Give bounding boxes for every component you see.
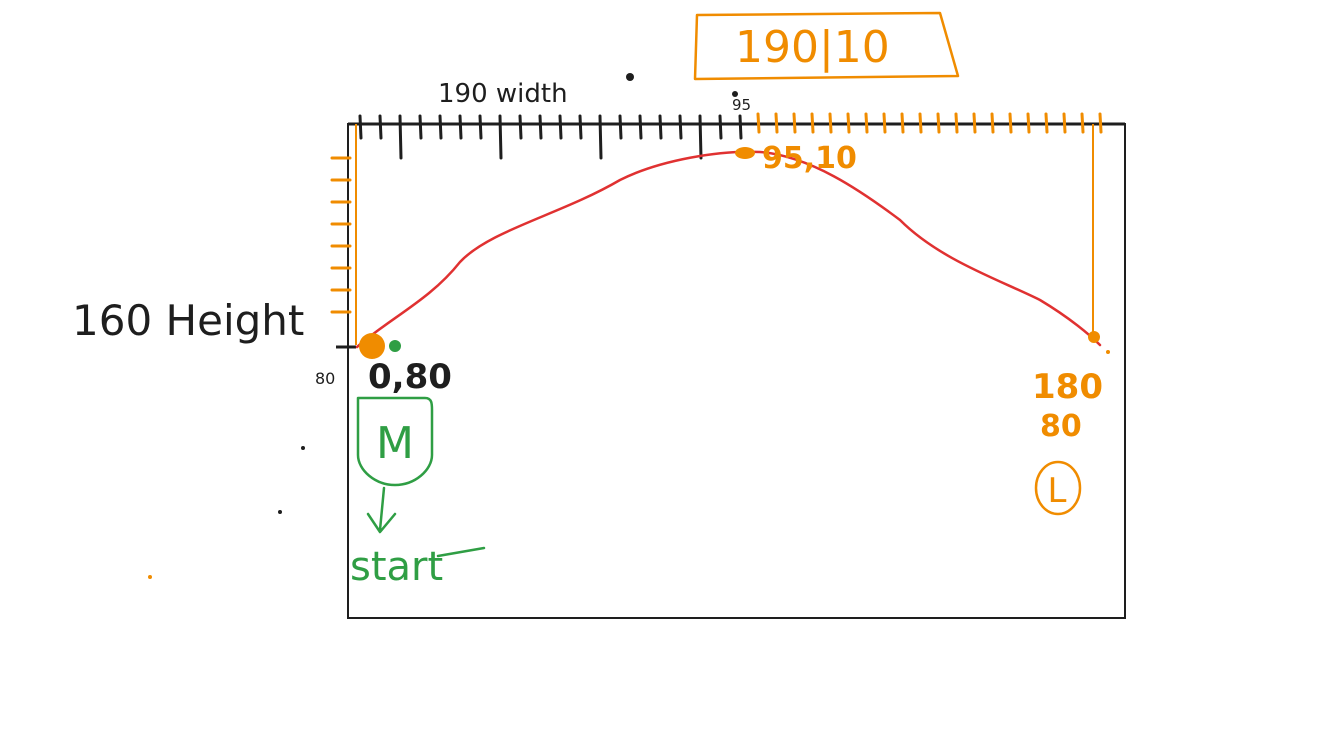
ruler-tick bbox=[918, 112, 923, 134]
start-point-green-dot bbox=[389, 340, 401, 352]
ruler-tick bbox=[638, 114, 643, 140]
ruler-tick bbox=[478, 114, 483, 140]
ruler-tick bbox=[438, 114, 443, 140]
start-point-dot[interactable] bbox=[359, 333, 385, 359]
ruler-tick bbox=[358, 114, 363, 140]
ruler-tick bbox=[990, 112, 995, 134]
ruler-tick bbox=[1098, 112, 1103, 134]
mid-tick-label: 95 bbox=[732, 96, 751, 114]
ruler-tick bbox=[1080, 112, 1085, 134]
end-point-dot[interactable] bbox=[1088, 331, 1100, 343]
orange-ruler-ticks bbox=[756, 112, 1103, 134]
ruler-tick bbox=[810, 112, 815, 134]
ruler-tick bbox=[774, 112, 779, 134]
end-coordinate-x: 180 bbox=[1032, 367, 1103, 407]
width-label: 190 width bbox=[438, 79, 568, 109]
ruler-tick bbox=[598, 114, 603, 160]
boxed-label-text: 190|10 bbox=[735, 22, 890, 73]
end-marker-badge[interactable] bbox=[1034, 460, 1082, 516]
ruler-tick bbox=[518, 114, 523, 140]
ruler-tick bbox=[678, 114, 683, 140]
stray-dot bbox=[626, 73, 634, 81]
stray-dot bbox=[732, 91, 738, 97]
height-label: 160 Height bbox=[72, 296, 304, 345]
black-ruler-ticks bbox=[358, 114, 743, 160]
red-arc-curve[interactable] bbox=[355, 150, 1102, 349]
origin-y-label: 80 bbox=[315, 369, 335, 388]
frame-rectangle bbox=[347, 123, 1126, 619]
stray-dot bbox=[148, 575, 152, 579]
ruler-tick bbox=[846, 112, 851, 134]
stray-dot bbox=[278, 510, 282, 514]
ruler-tick bbox=[1062, 112, 1067, 134]
ruler-tick bbox=[972, 112, 977, 134]
ruler-tick bbox=[718, 114, 723, 140]
ruler-tick bbox=[558, 114, 563, 140]
end-coordinate-y: 80 bbox=[1040, 409, 1082, 444]
start-arrow-icon bbox=[366, 486, 397, 534]
ruler-tick bbox=[900, 112, 905, 134]
stray-dot bbox=[301, 446, 305, 450]
ruler-tick bbox=[1044, 112, 1049, 134]
ruler-tick bbox=[498, 114, 503, 160]
start-text: start bbox=[350, 544, 443, 590]
start-coordinate-label: 0,80 bbox=[368, 357, 452, 397]
height-scale-ticks bbox=[330, 156, 352, 314]
ruler-tick bbox=[418, 114, 423, 140]
ruler-tick bbox=[864, 112, 869, 134]
ruler-tick bbox=[756, 112, 761, 134]
peak-point-dot[interactable] bbox=[735, 147, 755, 159]
ruler-tick bbox=[936, 112, 941, 134]
ruler-tick bbox=[954, 112, 959, 134]
ruler-tick bbox=[1008, 112, 1013, 134]
ruler-tick bbox=[698, 114, 703, 160]
peak-coordinate-label: 95,10 bbox=[762, 141, 857, 176]
ruler-tick bbox=[378, 114, 383, 140]
ruler-tick bbox=[538, 114, 543, 140]
ruler-tick bbox=[658, 114, 663, 140]
start-marker-letter: M bbox=[376, 418, 414, 469]
ruler-tick bbox=[458, 114, 463, 140]
ruler-tick bbox=[398, 114, 403, 160]
ruler-tick bbox=[828, 112, 833, 134]
ruler-tick bbox=[578, 114, 583, 140]
ruler-tick bbox=[618, 114, 623, 140]
stray-dot bbox=[1106, 350, 1110, 354]
ruler-tick bbox=[792, 112, 797, 134]
start-marker-badge[interactable] bbox=[356, 396, 434, 487]
start-text-underline bbox=[436, 546, 486, 558]
ruler-tick bbox=[738, 114, 743, 140]
boxed-label-frame bbox=[693, 11, 960, 81]
ruler-tick bbox=[882, 112, 887, 134]
ruler-tick bbox=[1026, 112, 1031, 134]
end-marker-letter: L bbox=[1048, 471, 1067, 511]
